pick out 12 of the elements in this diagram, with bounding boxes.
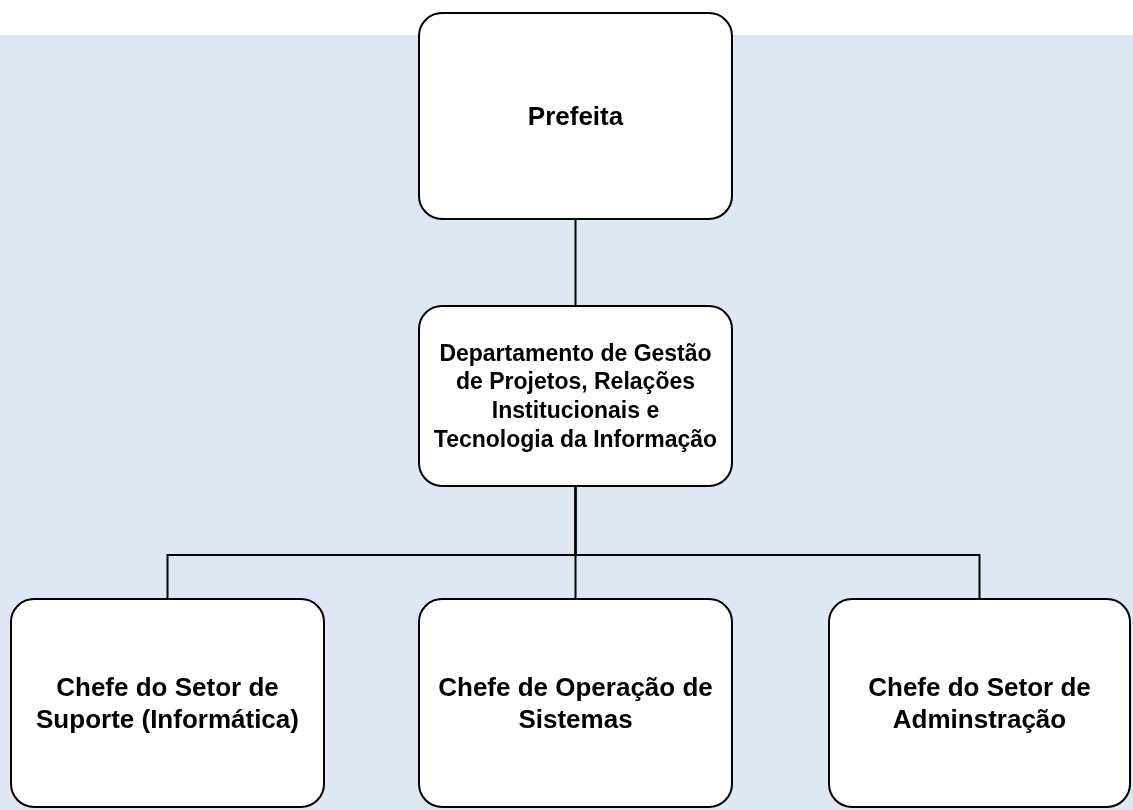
box-title: Chefe do Setor de Adminstração [867,670,1092,736]
box-title: Chefe de Operação de Sistemas [437,670,714,736]
org-box [418,12,733,220]
org-box [10,598,325,808]
connector-line [574,219,577,306]
org-box [418,305,733,487]
connector-line [574,486,981,599]
box-title: Departamento de Gestão de Projetos, Relações Institucionais e Tecnologia da Informação [432,338,719,454]
box-title: Prefeita [527,99,624,133]
org-box [418,598,733,808]
box-title: Chefe do Setor de Suporte (Informática) [35,670,300,736]
org-box [828,598,1131,808]
